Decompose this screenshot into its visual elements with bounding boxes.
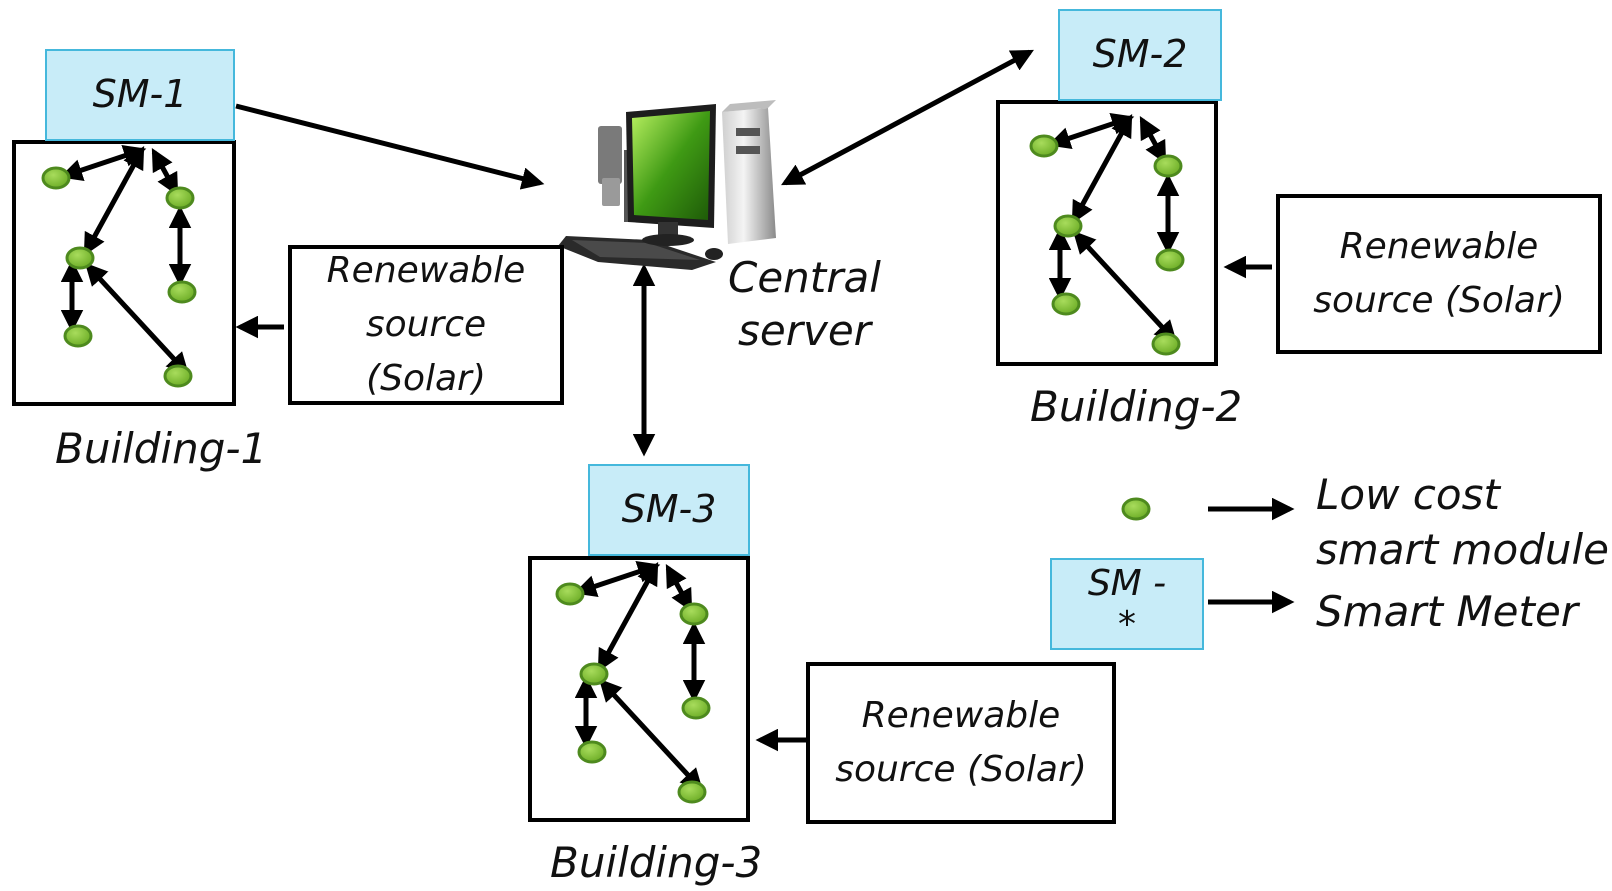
legend-smart-meter-symbol: SM - * [1050,558,1204,650]
link-hub-to-top-right-node [665,564,693,612]
building-1-label: Building-1 [55,424,268,473]
source-3-line-2: source (Solar) [835,749,1087,790]
source-3-line-1: Renewable [861,695,1061,736]
smart-module-node-2 [165,186,195,210]
link-mid-to-bottom-right-node [598,678,704,792]
building-3-box [528,556,750,822]
source-2-line-2: source (Solar) [1313,280,1565,321]
building-2-label: Building-2 [1030,382,1243,431]
smart-module-node-1 [41,166,71,190]
smart-module-node-1 [1029,134,1059,158]
central-server-label: Central server [728,252,881,357]
smart-module-node-3 [1053,214,1083,238]
building-1-box [12,140,236,406]
legend-module-text: Low cost smart module [1316,468,1609,577]
legend-module-node [1121,497,1151,521]
smart-meter-3: SM-3 [588,464,750,556]
link-sm1-server [235,103,545,190]
smart-meter-2: SM-2 [1058,9,1222,101]
link-sm2-server [781,49,1034,186]
smart-module-node-4 [681,696,711,720]
renewable-source-building-3: Renewable source (Solar) [806,662,1116,824]
link-hub-to-mid-node [1071,114,1133,224]
source-1-line-2: source [365,304,487,345]
smart-module-node-6 [677,780,707,804]
smart-module-node-3 [579,662,609,686]
smart-module-node-5 [1051,292,1081,316]
server-label-line-1: Central [728,253,881,302]
module-network-building-1 [41,145,197,388]
smart-module-node-4 [167,280,197,304]
smart-module-node-3 [65,246,95,270]
smart-module-node-5 [577,740,607,764]
smart-module-node-6 [1151,332,1181,356]
smart-module-node-4 [1155,248,1185,272]
link-hub-to-top-right-node [1139,116,1167,164]
legend-module-line-2: smart module [1316,524,1610,574]
smart-module-node-1 [555,582,585,606]
renewable-source-building-1: Renewable source (Solar) [288,245,564,405]
renewable-source-building-2: Renewable source (Solar) [1276,194,1602,354]
smart-module-node-2 [679,602,709,626]
legend-meter-text: Smart Meter [1316,587,1579,636]
legend-module-line-1: Low cost [1316,470,1500,519]
link-hub-to-top-right-node [151,148,179,196]
source-1-line-1: Renewable [326,250,526,291]
building-3-label: Building-3 [550,838,763,887]
smart-module-node-2 [1153,154,1183,178]
smart-module-node-6 [163,364,193,388]
source-2-line-1: Renewable [1339,226,1539,267]
building-2-box [996,100,1218,366]
smart-module-node-5 [63,324,93,348]
server-computer-icon [558,100,776,270]
legend-sm-line-1: SM - [1087,562,1167,604]
source-1-line-3: (Solar) [366,358,486,399]
server-label-line-2: server [737,305,871,355]
link-mid-to-bottom-right-node [1072,230,1178,344]
link-hub-to-mid-node [597,562,659,672]
link-mid-to-bottom-right-node [84,262,190,376]
link-hub-to-mid-node [83,146,145,256]
smart-meter-1: SM-1 [45,49,235,141]
legend-sm-line-2: * [1117,604,1136,645]
module-network-building-3 [555,561,711,804]
module-network-building-2 [1029,113,1185,356]
